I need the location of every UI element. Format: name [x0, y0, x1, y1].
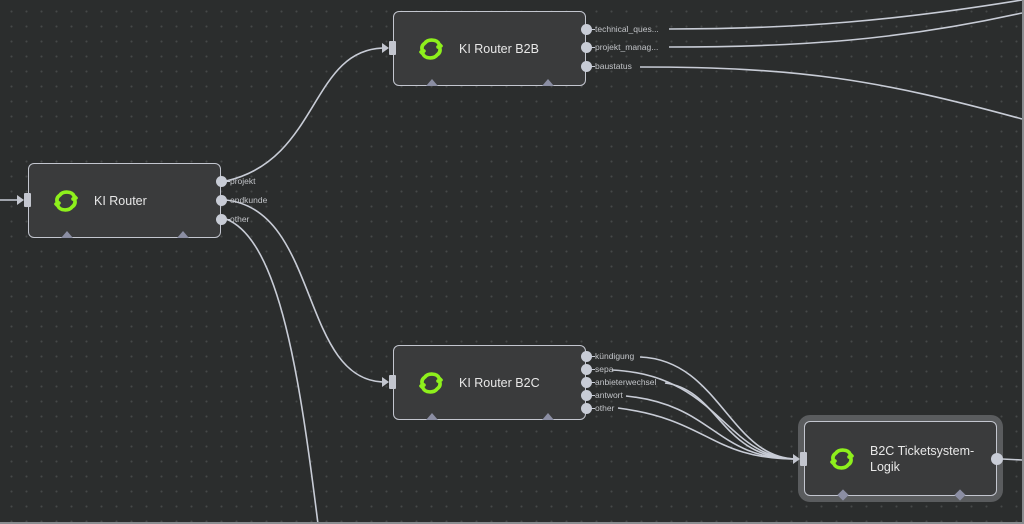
output-port-projekt[interactable] — [216, 176, 227, 187]
canvas-border-bottom — [0, 522, 1024, 524]
bottom-handle-right[interactable] — [177, 231, 189, 238]
port-label-projekt: projekt — [230, 176, 256, 186]
wire-anbieterwechsel-to-ticket[interactable] — [664, 382, 798, 460]
output-port-sepa[interactable] — [581, 364, 592, 375]
wire-other-to-ticket[interactable] — [617, 407, 798, 460]
bottom-handle-left[interactable] — [426, 79, 438, 86]
node-ki-router-b2b[interactable]: KI Router B2B — [393, 11, 586, 86]
port-label-baustatus: baustatus — [595, 61, 632, 71]
output-port-other[interactable] — [581, 403, 592, 414]
port-label-other: other — [230, 214, 250, 224]
wire-baustatus-offscreen[interactable] — [639, 66, 1023, 120]
input-arrow-icon — [382, 377, 389, 387]
node-title: KI Router B2B — [459, 42, 539, 56]
node-title-line1: B2C Ticketsystem- — [870, 444, 975, 458]
port-stub — [591, 29, 595, 31]
output-port-baustatus[interactable] — [581, 61, 592, 72]
bottom-handle-right[interactable] — [542, 413, 554, 420]
port-label-anbieterwechsel: anbieterwechsel — [595, 377, 657, 387]
port-label-kuendigung: kündigung — [595, 351, 635, 361]
wire-antwort-to-ticket[interactable] — [625, 395, 798, 460]
output-port-projekt-manag[interactable] — [581, 42, 592, 53]
port-stub — [591, 382, 595, 384]
port-stub — [591, 356, 595, 358]
output-port-anbieterwechsel[interactable] — [581, 377, 592, 388]
node-title-line2: Logik — [870, 460, 900, 474]
port-label-sepa: sepa — [595, 364, 614, 374]
output-port-endkunde[interactable] — [216, 195, 227, 206]
refresh-loop-icon — [830, 448, 854, 470]
wire-ticket-output-offscreen[interactable] — [1001, 458, 1023, 461]
output-port-technical[interactable] — [581, 24, 592, 35]
node-ki-router-b2c[interactable]: KI Router B2C — [393, 345, 586, 420]
port-label-other: other — [595, 403, 615, 413]
wire-kuendigung-to-ticket[interactable] — [639, 356, 798, 460]
node-b2c-ticketsystem[interactable]: B2C Ticketsystem- Logik — [804, 421, 997, 501]
output-port-other[interactable] — [216, 214, 227, 225]
wire-technical-offscreen[interactable] — [668, 0, 1023, 30]
wire-projekt-manag-offscreen[interactable] — [668, 12, 1023, 48]
input-handle-ki-router[interactable] — [24, 193, 31, 207]
refresh-loop-icon — [54, 190, 78, 212]
port-stub — [226, 219, 230, 221]
input-arrow-icon — [793, 454, 800, 464]
wire-other-offscreen[interactable] — [225, 218, 319, 524]
node-title: KI Router — [94, 194, 147, 208]
input-handle-b2c-ticketsystem[interactable] — [800, 452, 807, 466]
node-ki-router[interactable]: KI Router — [28, 163, 221, 238]
input-arrow-icon — [17, 195, 24, 205]
port-label-antwort: antwort — [595, 390, 623, 400]
wire-projekt-to-b2b[interactable] — [225, 47, 386, 182]
port-stub — [591, 369, 595, 371]
wire-sepa-to-ticket[interactable] — [611, 369, 798, 460]
input-handle-ki-router-b2b[interactable] — [389, 41, 396, 55]
refresh-loop-icon — [419, 372, 443, 394]
port-label-technical: technical_ques... — [595, 24, 659, 34]
input-handle-ki-router-b2c[interactable] — [389, 375, 396, 389]
port-stub — [226, 200, 230, 202]
bottom-handle-left[interactable] — [61, 231, 73, 238]
port-stub — [591, 47, 595, 49]
port-stub — [591, 66, 595, 68]
port-stub — [591, 408, 595, 410]
canvas-border-right — [1022, 0, 1024, 524]
input-arrow-icon — [382, 43, 389, 53]
port-label-projekt-manag: projekt_manag... — [595, 42, 659, 52]
wire-endkunde-to-b2c[interactable] — [225, 199, 386, 383]
port-stub — [591, 395, 595, 397]
output-port-ticketsystem[interactable] — [991, 453, 1003, 465]
output-port-antwort[interactable] — [581, 390, 592, 401]
port-stub — [226, 181, 230, 183]
bottom-handle-right[interactable] — [542, 79, 554, 86]
output-port-kuendigung[interactable] — [581, 351, 592, 362]
node-title: KI Router B2C — [459, 376, 540, 390]
port-label-endkunde: endkunde — [230, 195, 268, 205]
bottom-handle-left[interactable] — [426, 413, 438, 420]
refresh-loop-icon — [419, 38, 443, 60]
